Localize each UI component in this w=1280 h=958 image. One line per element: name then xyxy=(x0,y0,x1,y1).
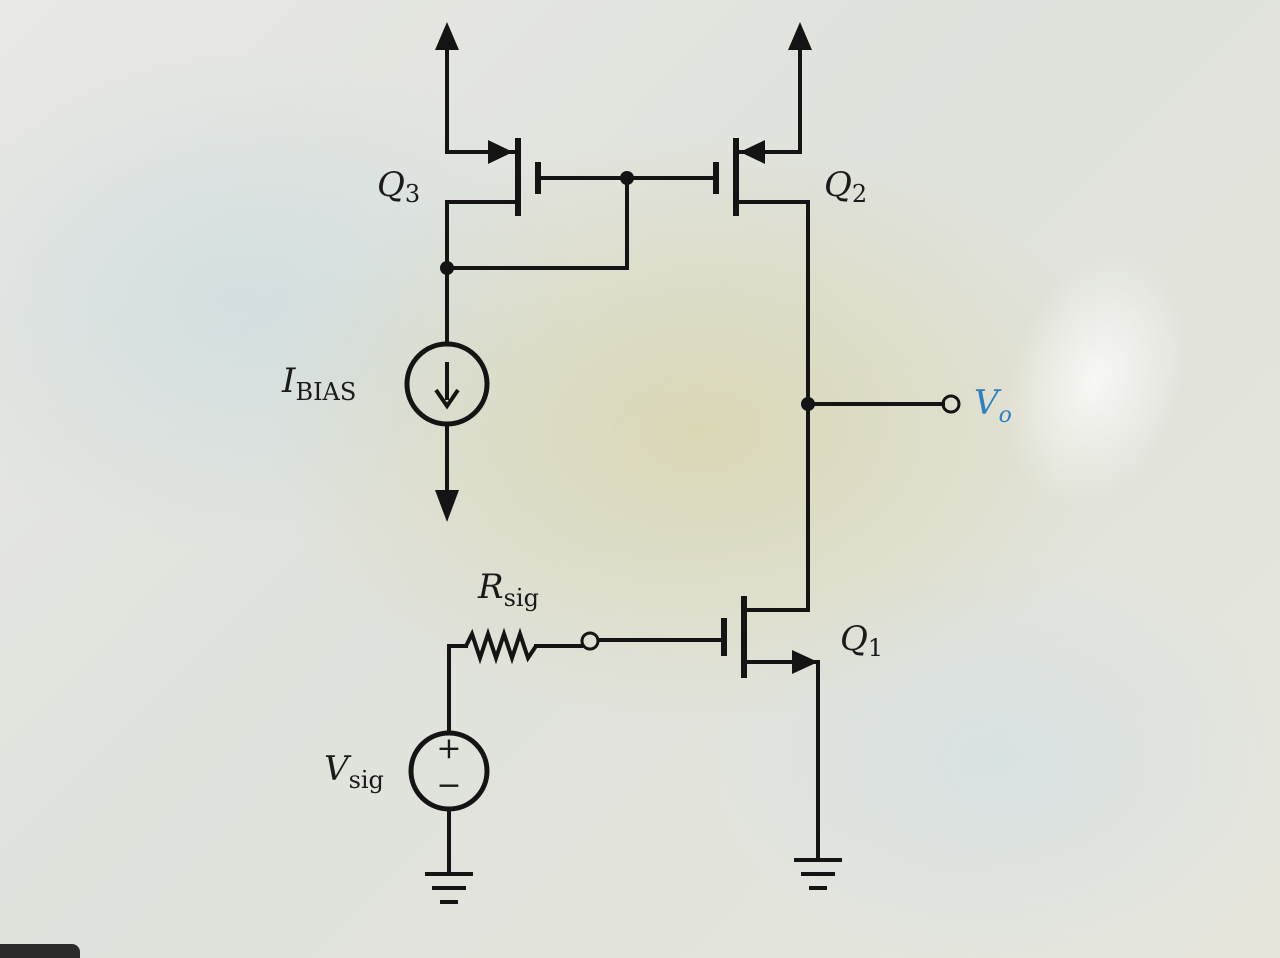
q3-supply-arrow xyxy=(435,22,459,50)
q3-source-arrow xyxy=(488,140,513,164)
ibias-sink-arrow xyxy=(435,490,459,522)
screen-edge-artifact xyxy=(0,944,80,958)
transistor-q1 xyxy=(597,596,820,860)
label-q2: Q2 xyxy=(824,165,867,208)
label-vsig: Vsig xyxy=(324,749,384,794)
q2-supply-arrow xyxy=(788,22,812,50)
resistor-rsig xyxy=(447,627,600,665)
signal-source: + − xyxy=(408,644,490,874)
output-terminal xyxy=(941,394,961,414)
vsig-minus-sign: − xyxy=(436,768,461,803)
ground-symbol-left xyxy=(425,872,473,904)
label-q1: Q1 xyxy=(840,619,883,662)
q1-source-arrow xyxy=(792,650,818,674)
transistor-q3 xyxy=(435,22,629,270)
mirror-gate-node xyxy=(440,171,634,275)
label-rsig: Rsig xyxy=(477,567,539,612)
rsig-zigzag xyxy=(464,627,538,665)
q2-source-arrow xyxy=(740,140,765,164)
ground-symbol-right xyxy=(794,858,842,890)
label-q3: Q3 xyxy=(377,165,420,208)
vsig-plus-sign: + xyxy=(436,731,461,766)
input-terminal xyxy=(580,631,600,651)
output-node xyxy=(801,394,961,612)
bias-current-source xyxy=(404,266,490,522)
label-ibias: IBIAS xyxy=(281,361,356,406)
transistor-q2 xyxy=(625,22,812,406)
ibias-inner-arrow-head xyxy=(434,388,460,410)
label-vo: Vo xyxy=(974,383,1012,428)
